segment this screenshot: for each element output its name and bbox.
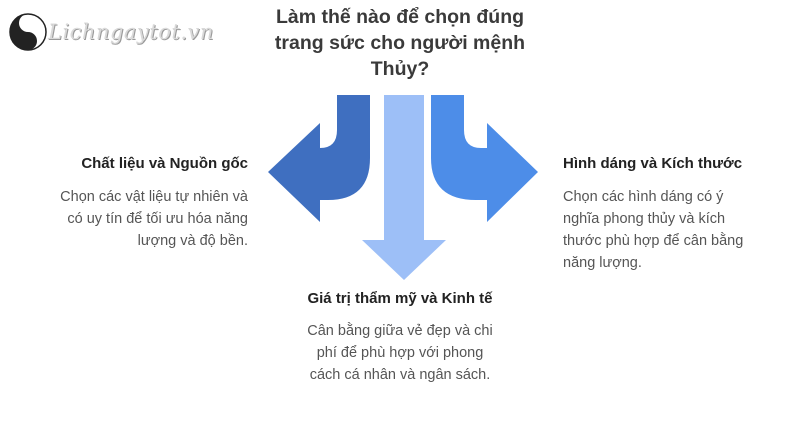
description-line: cách cá nhân và ngân sách. — [309, 367, 491, 383]
branch-heading-aesthetic: Giá trị thẩm mỹ và Kinh tế — [307, 290, 493, 307]
branch-description-shape: Chọn các hình dáng có ý nghĩa phong thủy… — [563, 186, 743, 274]
branch-heading-material: Chất liệu và Nguồn gốc — [81, 155, 248, 172]
branch-description-aesthetic: Cân bằng giữa vẻ đẹp và chi phí để phù h… — [250, 320, 550, 386]
arrow-left-material — [268, 95, 370, 222]
branch-heading-shape: Hình dáng và Kích thước — [563, 155, 743, 172]
branch-description-material: Chọn các vật liệu tự nhiên và có uy tín … — [60, 186, 248, 252]
title-line: Thủy? — [370, 58, 430, 80]
yin-yang-icon — [9, 13, 47, 51]
description-line: Chọn các vật liệu tự nhiên và — [60, 189, 248, 205]
description-line: phí để phù hợp với phong — [316, 345, 484, 361]
site-logo: Lichngaytot.vn — [8, 8, 218, 58]
description-line: năng lượng. — [563, 255, 642, 271]
description-line: Chọn các hình dáng có ý — [563, 189, 724, 205]
description-line: lượng và độ bền. — [137, 233, 248, 249]
description-line: thước phù hợp để cân bằng — [563, 233, 744, 249]
title-line: trang sức cho người mệnh — [274, 32, 526, 54]
description-line: nghĩa phong thủy và kích — [563, 211, 726, 227]
arrow-down-aesthetic — [362, 95, 446, 280]
description-line: có uy tín để tối ưu hóa năng — [67, 211, 248, 227]
arrow-right-shape — [431, 95, 538, 222]
title-line: Làm thế nào để chọn đúng — [275, 6, 525, 28]
logo-text: Lichngaytot.vn — [48, 20, 214, 44]
diagram-title: Làm thế nào để chọn đúng trang sức cho n… — [250, 4, 550, 82]
description-line: Cân bằng giữa vẻ đẹp và chi — [307, 323, 493, 339]
